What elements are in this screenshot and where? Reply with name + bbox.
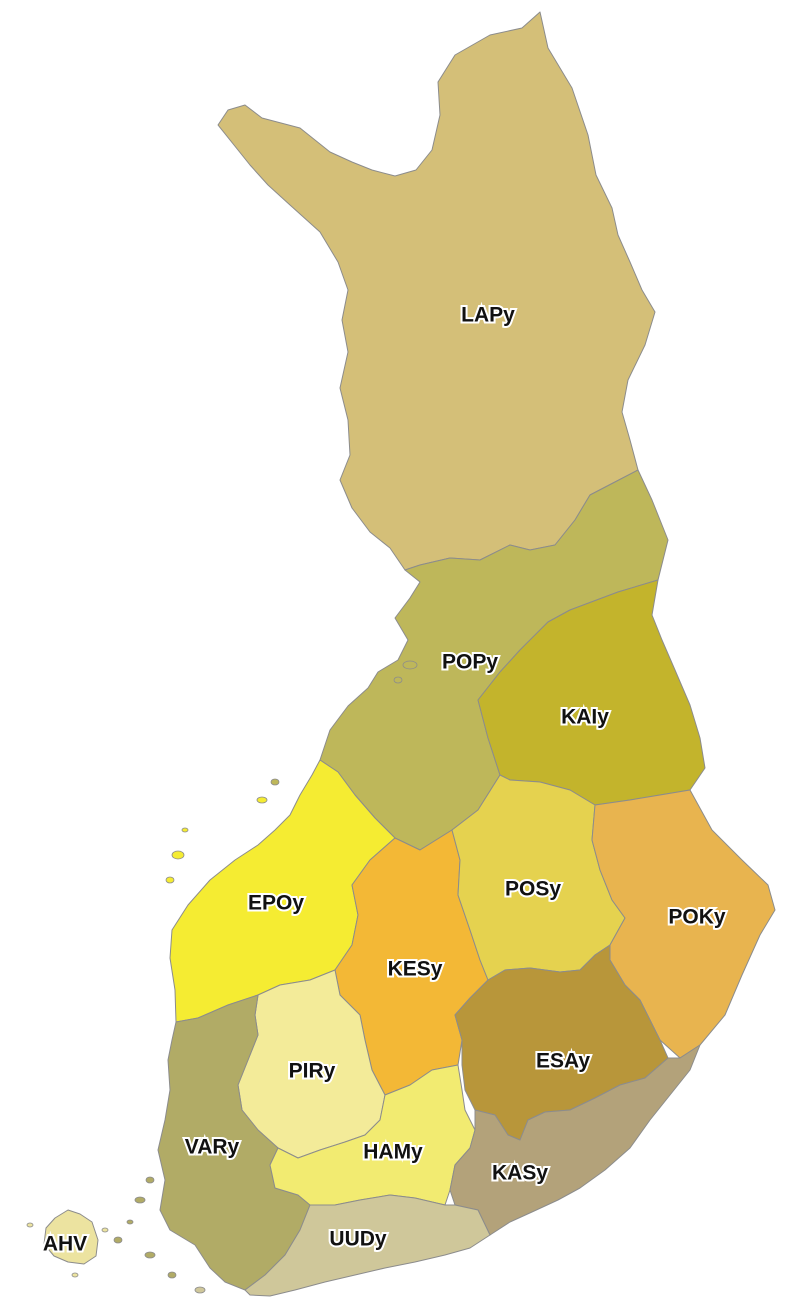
region-lapy[interactable] — [217, 11, 656, 571]
label-kasy: KASy — [492, 1162, 548, 1185]
label-kaiy: KAIy — [561, 706, 609, 729]
label-ahv: AHV — [43, 1233, 87, 1256]
label-piry: PIRy — [289, 1060, 336, 1083]
label-esay: ESAy — [536, 1050, 590, 1073]
coastal-islets — [26, 660, 418, 1294]
label-kesy: KESy — [388, 958, 443, 981]
label-hamy: HAMy — [363, 1141, 423, 1164]
label-vary: VARy — [185, 1136, 240, 1159]
region-uudy[interactable] — [244, 1194, 491, 1297]
label-poky: POKy — [668, 906, 726, 929]
region-ahv[interactable] — [43, 1209, 99, 1265]
label-lapy: LAPy — [461, 304, 515, 327]
label-popy: POPy — [442, 651, 498, 674]
label-uudy: UUDy — [329, 1228, 386, 1251]
label-epoy: EPOy — [248, 892, 304, 915]
region-kasy[interactable] — [449, 1044, 701, 1236]
label-posy: POSy — [505, 878, 561, 901]
